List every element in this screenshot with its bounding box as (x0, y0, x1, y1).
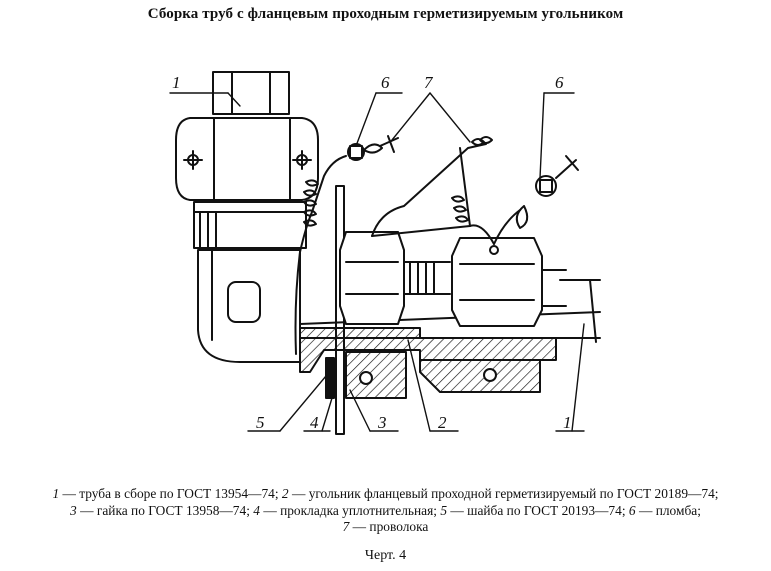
seal-left (347, 135, 399, 161)
figure-caption: Черт. 4 (364, 548, 407, 563)
legend-num: 6 (628, 502, 636, 518)
legend-text: — шайба по ГОСТ 20193—74; (447, 502, 629, 518)
callout-6-right: 6 (555, 73, 564, 92)
right-hex-nut (451, 237, 567, 327)
locking-wire (294, 136, 495, 355)
legend-line-3: 7 — проволока (0, 519, 771, 536)
figure-legend: 1 — труба в сборе по ГОСТ 13954—74; 2 — … (0, 486, 771, 536)
legend-num: 3 (70, 502, 77, 518)
callout-7: 7 (424, 73, 434, 92)
legend-text: — пломба; (635, 502, 701, 518)
legend-line-2: 3 — гайка по ГОСТ 13958—74; 4 — прокладк… (0, 503, 771, 520)
legend-num: 1 (52, 486, 60, 501)
legend-num: 5 (440, 502, 448, 518)
callout-2: 2 (438, 413, 447, 432)
legend-num: 2 (281, 486, 289, 501)
legend-text: — гайка по ГОСТ 13958—74; (76, 502, 254, 518)
callout-5: 5 (256, 413, 265, 432)
legend-text: — угольник фланцевый проходной герметизи… (288, 486, 719, 501)
top-nut (175, 71, 319, 201)
legend-num: 4 (253, 502, 260, 518)
leader-lines (169, 92, 585, 432)
legend-line-1: 1 — труба в сборе по ГОСТ 13954—74; 2 — … (0, 486, 771, 503)
legend-text: — проволока (349, 519, 429, 535)
legend-text: — прокладка уплотнительная; (259, 502, 441, 518)
callout-4: 4 (310, 413, 319, 432)
left-hex-nut (339, 231, 451, 325)
callout-1-bottom: 1 (563, 413, 572, 432)
callout-6-left: 6 (381, 73, 390, 92)
thread-section (193, 201, 307, 249)
figure-title: Сборка труб с фланцевым проходным гермет… (147, 6, 624, 22)
legend-text: — труба в сборе по ГОСТ 13954—74; (59, 486, 282, 501)
seal-right (493, 155, 579, 245)
legend-num: 7 (342, 519, 350, 535)
callout-1-top: 1 (172, 73, 181, 92)
elbow-body (197, 249, 301, 363)
callout-3: 3 (377, 413, 387, 432)
pipe-assembly-drawing: 1 6 7 6 5 4 3 2 1 (169, 71, 601, 435)
